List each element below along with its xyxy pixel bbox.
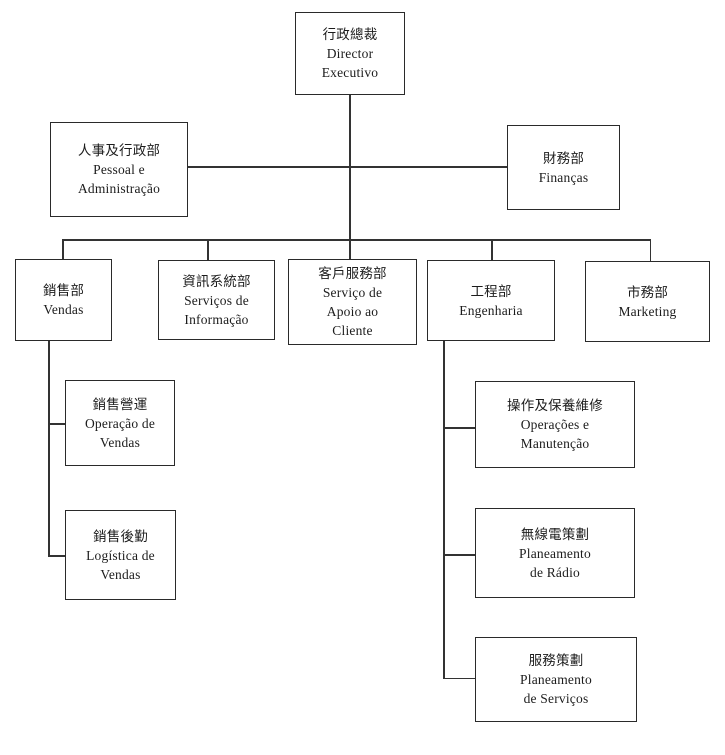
connector-engineering-subtree-vertical [443,341,445,679]
node-customer-service-label-pt-2: Apoio ao [326,304,379,319]
node-finance-label-zh: 財務部 [542,150,585,166]
node-radio-planning-label-pt-1: Planeamento [519,545,591,561]
node-info-systems-label-zh: 資訊系統部 [182,273,251,289]
node-sales-logistics-label-zh: 銷售後勤 [93,528,148,544]
connector-stub-radio-planning [443,554,476,556]
node-radio-planning-label-pt-2: de Rádio [530,564,580,580]
node-sales-logistics-label-pt-2: Vendas [100,566,141,582]
connector-stub-sales-logistics [48,555,66,557]
node-sales-operations: 銷售營運 Operação de Vendas [65,380,175,466]
connector-stub-service-planning [443,677,476,679]
node-radio-planning-label-zh: 無線電策劃 [520,526,590,542]
node-hr-label-zh: 人事及行政部 [77,143,161,158]
node-operations-maintenance: 操作及保養維修 Operações e Manutenção [475,381,635,468]
connector-drop-engineering [491,239,493,261]
node-ceo-label-pt-1: Director [326,46,374,61]
node-operations-maintenance-label-zh: 操作及保養維修 [507,398,603,413]
node-ceo: 行政總裁 Director Executivo [295,12,405,95]
node-engineering-label-zh: 工程部 [470,283,512,299]
node-hr-label-pt-1: Pessoal e [93,162,145,177]
node-finance-label-pt: Finanças [538,169,589,185]
node-sales-label-zh: 銷售部 [42,283,85,298]
node-sales-operations-label-pt-1: Operação de [84,415,156,431]
node-sales-operations-label-pt-2: Vendas [99,434,141,450]
node-marketing: 市務部 Marketing [585,261,710,342]
node-operations-maintenance-label-pt-1: Operações e [520,417,590,432]
node-ceo-label-zh: 行政總裁 [322,27,378,42]
node-marketing-label-zh: 市務部 [626,284,669,300]
node-finance: 財務部 Finanças [507,125,620,210]
node-engineering-label-pt: Engenharia [459,302,523,318]
node-service-planning-label-pt-1: Planeamento [520,672,592,687]
node-sales: 銷售部 Vendas [15,259,112,341]
connector-ceo-vertical [349,95,351,260]
connector-stub-sales-operations [48,423,66,425]
node-marketing-label-pt: Marketing [618,303,677,319]
node-info-systems-label-pt-1: Serviços de [184,292,249,308]
connector-level2-horizontal [188,166,507,168]
node-engineering: 工程部 Engenharia [427,260,555,341]
connector-drop-sales [62,239,64,260]
node-service-planning: 服務策劃 Planeamento de Serviços [475,637,637,722]
connector-drop-marketing [649,239,651,262]
node-hr-label-pt-2: Administração [77,181,161,196]
connector-drop-info-systems [207,239,209,261]
node-sales-logistics-label-pt-1: Logística de [86,547,155,563]
node-service-planning-label-pt-2: de Serviços [523,691,589,706]
node-info-systems-label-pt-2: Informação [184,311,249,327]
node-ceo-label-pt-2: Executivo [321,65,379,80]
node-customer-service: 客戶服務部 Serviço de Apoio ao Cliente [288,259,417,345]
node-customer-service-label-zh: 客戶服務部 [318,266,387,281]
node-sales-operations-label-zh: 銷售營運 [92,396,148,412]
connector-sales-subtree-vertical [48,341,50,556]
node-sales-label-pt: Vendas [43,302,84,317]
node-customer-service-label-pt-1: Serviço de [322,285,383,300]
node-info-systems: 資訊系統部 Serviços de Informação [158,260,275,340]
node-hr: 人事及行政部 Pessoal e Administração [50,122,188,217]
node-customer-service-label-pt-3: Cliente [332,323,373,338]
connector-stub-operations-maintenance [443,427,476,429]
node-radio-planning: 無線電策劃 Planeamento de Rádio [475,508,635,598]
node-service-planning-label-zh: 服務策劃 [528,653,584,668]
node-operations-maintenance-label-pt-2: Manutenção [520,436,590,451]
connector-level3-bus [62,239,651,241]
node-sales-logistics: 銷售後勤 Logística de Vendas [65,510,176,600]
